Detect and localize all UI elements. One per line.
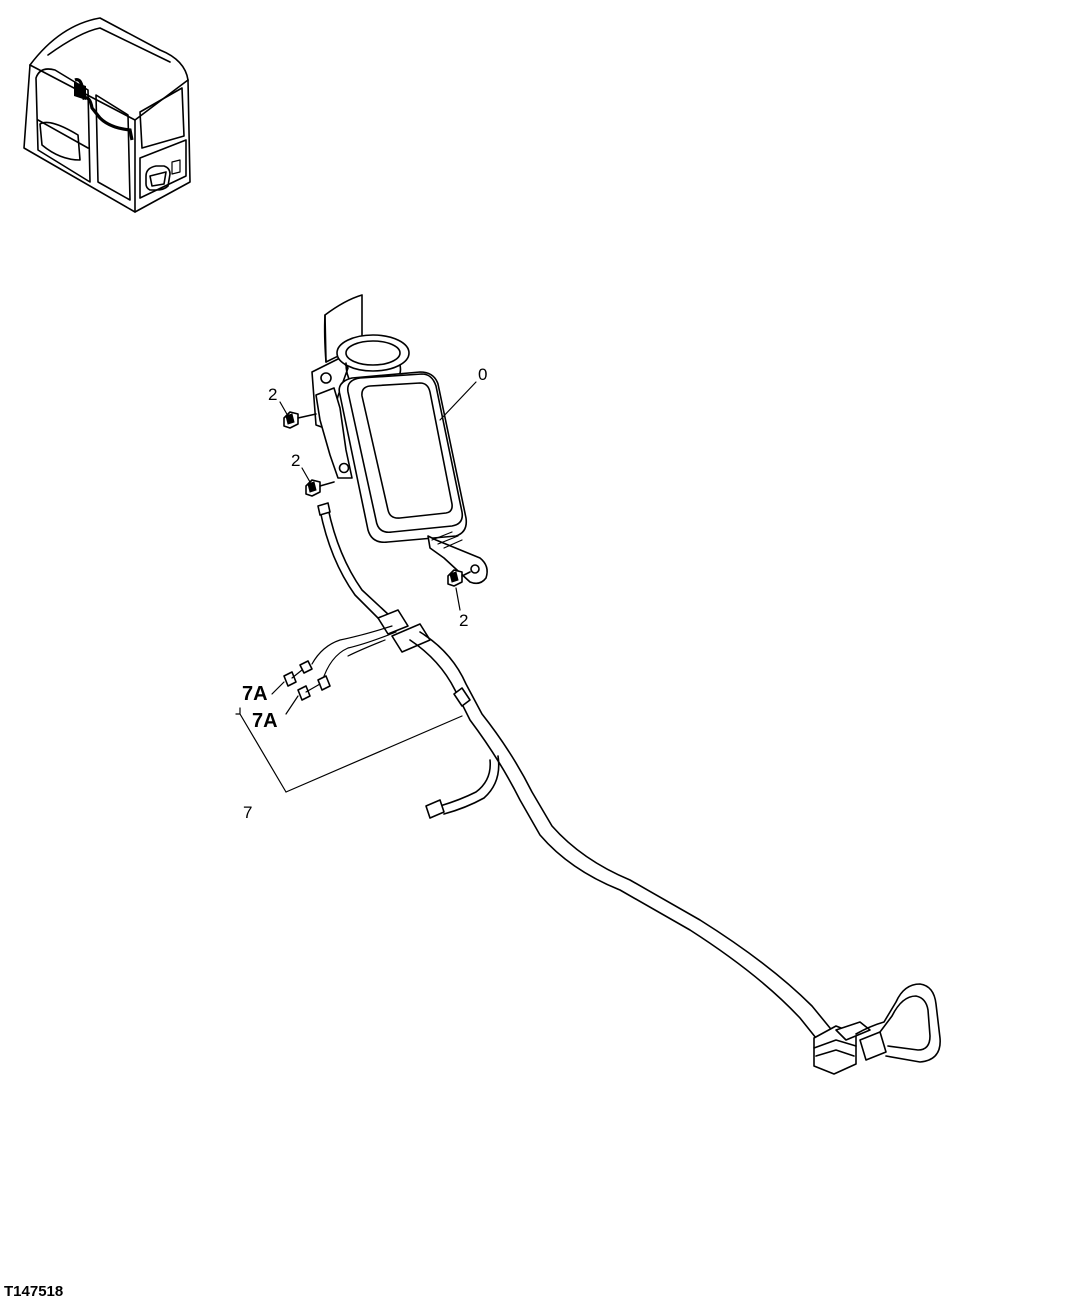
screw-middle xyxy=(305,479,335,497)
cab-locator-inset xyxy=(23,17,191,213)
screw-upper xyxy=(283,411,317,429)
callout-connector-b: 7A xyxy=(252,710,278,732)
callout-connector-a: 7A xyxy=(242,683,268,705)
callout-screw-lower: 2 xyxy=(459,611,468,630)
callouts: 0 2 2 2 7A 7A 7 xyxy=(242,365,487,822)
screw-lower xyxy=(447,569,471,587)
wiring-harness xyxy=(283,502,941,1075)
leader-lines xyxy=(235,381,477,793)
callout-screw-upper: 2 xyxy=(268,385,277,404)
callout-screw-middle: 2 xyxy=(291,451,300,470)
monitor-assembly xyxy=(311,294,488,585)
callout-monitor: 0 xyxy=(478,365,487,384)
figure-id: T147518 xyxy=(4,1283,63,1300)
callout-harness: 7 xyxy=(243,803,252,822)
